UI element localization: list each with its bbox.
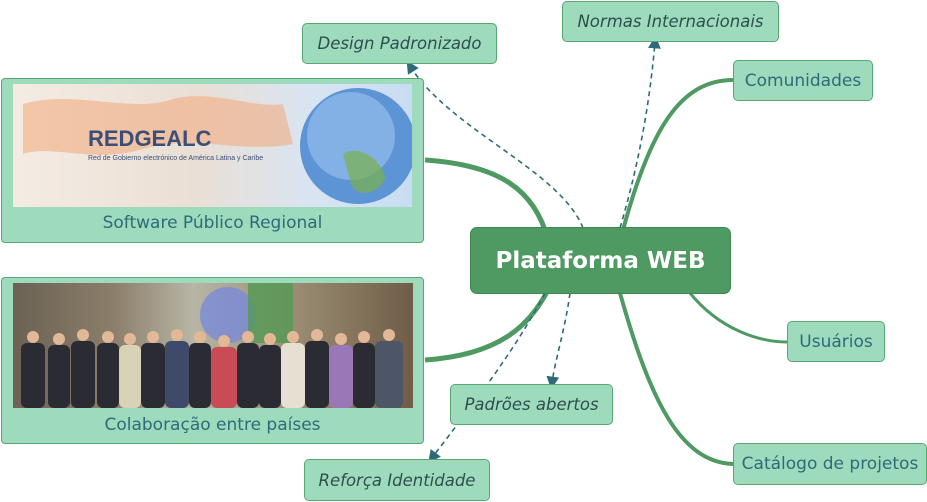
colaboracao-node[interactable]: Colaboração entre países (1, 277, 424, 444)
link-usuarios (688, 292, 788, 344)
link-software (424, 157, 551, 241)
redgealc-logo: REDGEALC Red de Gobierno electrónico de … (23, 88, 412, 204)
logo-text: REDGEALC (88, 126, 212, 151)
software-caption: Software Público Regional (102, 213, 323, 233)
logo-subtitle: Red de Gobierno electrónico de América L… (88, 155, 263, 162)
group-photo (13, 283, 413, 408)
colaboracao-caption: Colaboração entre países (104, 415, 321, 435)
software-node[interactable]: REDGEALC Red de Gobierno electrónico de … (1, 78, 424, 243)
design-node[interactable]: Design Padronizado (302, 23, 497, 64)
link-normas (619, 35, 661, 229)
redgealc-banner: REDGEALC Red de Gobierno electrónico de … (13, 84, 412, 207)
link-catalogo (618, 292, 734, 466)
central-node[interactable]: Plataforma WEB (471, 228, 730, 293)
link-padroes (546, 292, 571, 390)
catalogo-node[interactable]: Catálogo de projetos (733, 443, 927, 485)
padroes-node[interactable]: Padrões abertos (450, 384, 613, 425)
normas-node[interactable]: Normas Internacionais (562, 1, 779, 42)
link-design (406, 60, 584, 229)
identidade-node[interactable]: Reforça Identidade (304, 459, 490, 501)
comunidades-node[interactable]: Comunidades (733, 60, 873, 101)
link-comunidades (621, 78, 734, 231)
link-colaboracao (424, 288, 551, 363)
usuarios-node[interactable]: Usuários (787, 321, 885, 362)
